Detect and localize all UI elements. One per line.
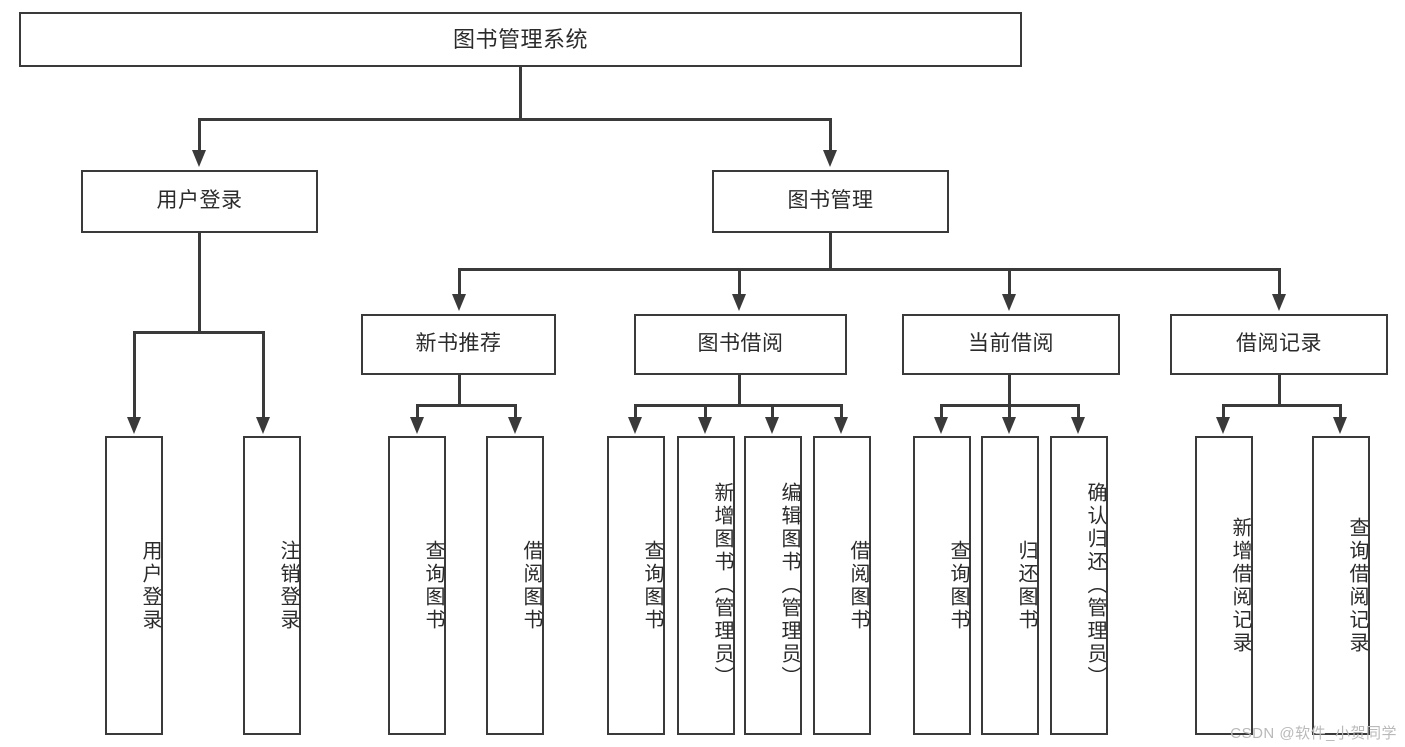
arrow-leaf-user-login bbox=[127, 417, 141, 434]
node-leaf-add-book[interactable]: 新增图书（管理员） bbox=[677, 436, 735, 735]
node-label: 归还图书 bbox=[1015, 539, 1037, 632]
node-root-system[interactable]: 图书管理系统 bbox=[19, 12, 1022, 67]
arrow-leaf-query-book-2 bbox=[628, 417, 642, 434]
connector-drop-leaf-query-book-1 bbox=[416, 404, 419, 419]
connector-drop-leaf-logout-login bbox=[262, 331, 265, 419]
node-new-book-recommend[interactable]: 新书推荐 bbox=[361, 314, 556, 375]
node-label: 借阅记录 bbox=[1236, 332, 1322, 356]
node-label: 新增借阅记录 bbox=[1229, 516, 1251, 655]
node-leaf-edit-book[interactable]: 编辑图书（管理员） bbox=[744, 436, 802, 735]
node-label: 新增图书（管理员） bbox=[711, 482, 733, 689]
connector-book-borrow-stem bbox=[738, 375, 741, 406]
connector-borrow-record-stem bbox=[1278, 375, 1281, 406]
node-label: 借阅图书 bbox=[520, 539, 542, 632]
node-label: 用户登录 bbox=[139, 539, 161, 632]
connector-book-manage-stem bbox=[829, 233, 832, 270]
connector-user-login-bus bbox=[133, 331, 264, 334]
connector-root-stem bbox=[519, 67, 522, 120]
connector-drop-current-borrow bbox=[1008, 268, 1011, 296]
arrow-leaf-borrow-book-1 bbox=[508, 417, 522, 434]
node-leaf-logout-login[interactable]: 注销登录 bbox=[243, 436, 301, 735]
connector-drop-book-borrow bbox=[738, 268, 741, 296]
connector-root-bus bbox=[198, 118, 831, 121]
node-label: 注销登录 bbox=[277, 539, 299, 632]
node-leaf-borrow-book-2[interactable]: 借阅图书 bbox=[813, 436, 871, 735]
node-leaf-return-book[interactable]: 归还图书 bbox=[981, 436, 1039, 735]
connector-drop-leaf-borrow-book-2 bbox=[840, 404, 843, 419]
node-leaf-confirm-return[interactable]: 确认归还（管理员） bbox=[1050, 436, 1108, 735]
node-label: 图书借阅 bbox=[697, 332, 784, 356]
arrow-leaf-confirm-return bbox=[1071, 417, 1085, 434]
csdn-watermark: CSDN @软件_小贺同学 bbox=[1230, 725, 1397, 742]
node-leaf-query-book-3[interactable]: 查询图书 bbox=[913, 436, 971, 735]
arrow-leaf-borrow-book-2 bbox=[834, 417, 848, 434]
node-user-login[interactable]: 用户登录 bbox=[81, 170, 318, 233]
node-label: 当前借阅 bbox=[968, 332, 1054, 356]
connector-drop-leaf-return-book bbox=[1008, 404, 1011, 419]
node-leaf-query-book-2[interactable]: 查询图书 bbox=[607, 436, 665, 735]
node-leaf-borrow-book-1[interactable]: 借阅图书 bbox=[486, 436, 544, 735]
connector-new-book-recommend-bus bbox=[416, 404, 516, 407]
arrow-leaf-logout-login bbox=[256, 417, 270, 434]
node-label: 编辑图书（管理员） bbox=[778, 482, 800, 689]
node-book-manage[interactable]: 图书管理 bbox=[712, 170, 949, 233]
node-leaf-add-record[interactable]: 新增借阅记录 bbox=[1195, 436, 1253, 735]
node-label: 图书管理系统 bbox=[452, 26, 588, 52]
arrow-leaf-return-book bbox=[1002, 417, 1016, 434]
node-leaf-query-book-1[interactable]: 查询图书 bbox=[388, 436, 446, 735]
connector-drop-book-manage bbox=[829, 118, 832, 152]
arrow-leaf-edit-book bbox=[765, 417, 779, 434]
node-current-borrow[interactable]: 当前借阅 bbox=[902, 314, 1120, 375]
connector-drop-user-login bbox=[198, 118, 201, 152]
node-label: 查询借阅记录 bbox=[1346, 516, 1368, 655]
arrow-user-login bbox=[192, 150, 206, 167]
connector-drop-new-book-recommend bbox=[458, 268, 461, 296]
connector-book-borrow-bus bbox=[634, 404, 842, 407]
connector-drop-leaf-add-record bbox=[1222, 404, 1225, 419]
arrow-new-book-recommend bbox=[452, 294, 466, 311]
connector-drop-leaf-confirm-return bbox=[1077, 404, 1080, 419]
connector-drop-leaf-query-book-2 bbox=[634, 404, 637, 419]
connector-drop-leaf-borrow-book-1 bbox=[514, 404, 517, 419]
arrow-leaf-add-book bbox=[698, 417, 712, 434]
arrow-leaf-add-record bbox=[1216, 417, 1230, 434]
arrow-book-borrow bbox=[732, 294, 746, 311]
node-label: 查询图书 bbox=[422, 539, 444, 632]
connector-drop-leaf-edit-book bbox=[771, 404, 774, 419]
connector-drop-leaf-query-book-3 bbox=[940, 404, 943, 419]
node-label: 查询图书 bbox=[641, 539, 663, 632]
arrow-leaf-query-book-1 bbox=[410, 417, 424, 434]
node-borrow-record[interactable]: 借阅记录 bbox=[1170, 314, 1388, 375]
node-label: 图书管理 bbox=[787, 189, 874, 213]
node-leaf-user-login[interactable]: 用户登录 bbox=[105, 436, 163, 735]
connector-drop-borrow-record bbox=[1278, 268, 1281, 296]
connector-current-borrow-stem bbox=[1008, 375, 1011, 406]
node-book-borrow[interactable]: 图书借阅 bbox=[634, 314, 847, 375]
arrow-book-manage bbox=[823, 150, 837, 167]
node-label: 借阅图书 bbox=[847, 539, 869, 632]
connector-book-manage-bus bbox=[458, 268, 1280, 271]
arrow-current-borrow bbox=[1002, 294, 1016, 311]
connector-user-login-stem bbox=[198, 233, 201, 333]
arrow-leaf-query-book-3 bbox=[934, 417, 948, 434]
connector-drop-leaf-user-login bbox=[133, 331, 136, 419]
node-label: 新书推荐 bbox=[415, 332, 502, 356]
node-label: 确认归还（管理员） bbox=[1084, 482, 1106, 689]
arrow-borrow-record bbox=[1272, 294, 1286, 311]
connector-new-book-recommend-stem bbox=[458, 375, 461, 406]
arrow-leaf-query-record bbox=[1333, 417, 1347, 434]
node-label: 用户登录 bbox=[156, 189, 243, 213]
connector-borrow-record-bus bbox=[1222, 404, 1341, 407]
connector-drop-leaf-add-book bbox=[704, 404, 707, 419]
connector-drop-leaf-query-record bbox=[1339, 404, 1342, 419]
node-label: 查询图书 bbox=[947, 539, 969, 632]
node-leaf-query-record[interactable]: 查询借阅记录 bbox=[1312, 436, 1370, 735]
